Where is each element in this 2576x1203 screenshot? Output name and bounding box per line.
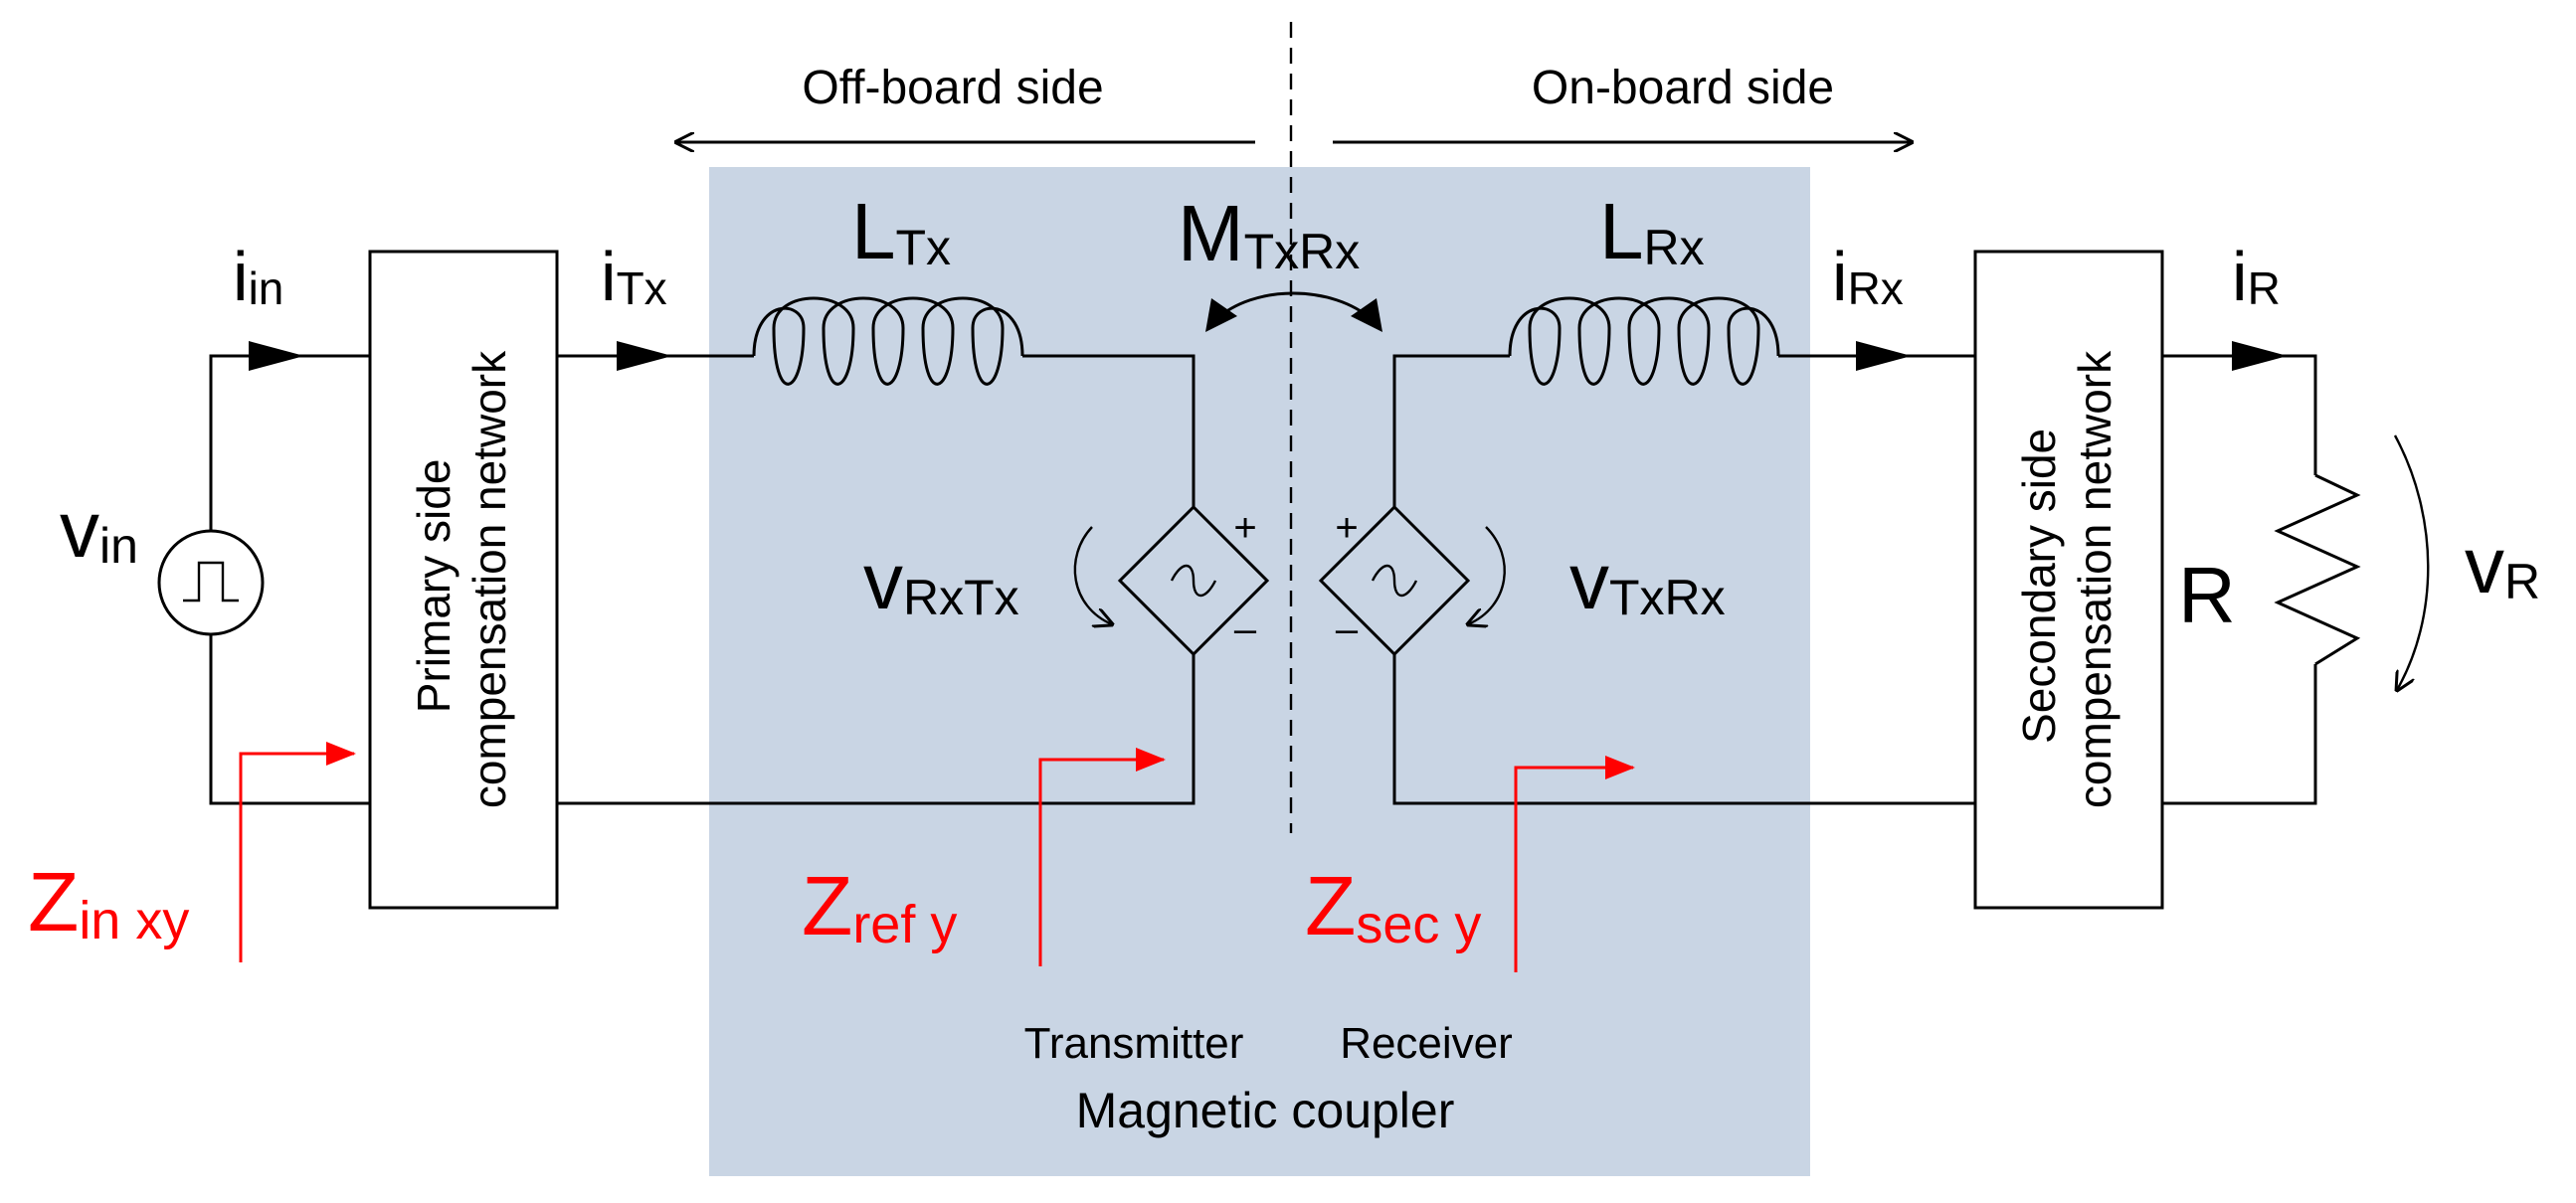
tx-source-minus: – — [1234, 607, 1257, 651]
current-arrow-in-icon — [249, 341, 304, 371]
rx-source-plus: + — [1335, 506, 1358, 550]
impedance-ref-label: Zref y — [802, 859, 957, 954]
square-wave-source-icon — [157, 529, 265, 636]
current-rx-label: iRx — [1832, 238, 1904, 315]
secondary-block-label: Secondary side compensation network — [2013, 350, 2120, 808]
inductor-rx-label: LRx — [1599, 187, 1705, 275]
transmitter-label: Transmitter — [1024, 1019, 1244, 1068]
inductor-tx-label: LTx — [851, 187, 951, 275]
current-r-label: iR — [2232, 238, 2281, 315]
resistor-icon — [2274, 473, 2361, 666]
input-source-circuit — [157, 341, 370, 805]
voltage-r-label: vR — [2465, 521, 2540, 609]
voltage-arrow-txrx-icon — [1468, 526, 1506, 624]
dependent-source-tx — [1117, 504, 1270, 657]
voltage-in-label: vin — [60, 485, 138, 574]
voltage-rxtx-label: vRxTx — [863, 537, 1019, 625]
rx-source-minus: – — [1336, 607, 1359, 651]
inductor-tx-icon — [752, 296, 1024, 386]
secondary-compensation-block — [1973, 250, 2164, 910]
primary-compensation-block — [368, 250, 559, 910]
mutual-inductance-label: MTxRx — [1178, 189, 1360, 279]
primary-block-label: Primary side compensation network — [408, 350, 515, 808]
impedance-in-label: Zin xy — [28, 855, 189, 950]
mutual-coupling-arrow-icon — [1213, 291, 1375, 322]
impedance-marker-ref — [1038, 748, 1166, 966]
tx-source-plus: + — [1233, 506, 1256, 550]
current-arrow-tx-icon — [617, 341, 672, 371]
current-tx-label: iTx — [601, 238, 667, 315]
voltage-txrx-label: vTxRx — [1569, 537, 1726, 625]
receiver-label: Receiver — [1340, 1019, 1513, 1068]
off-board-label: Off-board side — [802, 62, 1103, 114]
magnetic-coupler-label: Magnetic coupler — [1076, 1083, 1455, 1138]
inductor-rx-icon — [1508, 296, 1780, 386]
current-in-label: iin — [233, 238, 283, 315]
magnetic-coupler-region — [709, 167, 1810, 1176]
voltage-arrow-rxtx-icon — [1073, 526, 1112, 624]
impedance-sec-label: Zsec y — [1305, 859, 1481, 954]
resistor-label: R — [2178, 551, 2236, 639]
impedance-marker-sec — [1514, 756, 1635, 972]
impedance-marker-in — [239, 742, 356, 962]
current-arrow-rx-icon — [1856, 341, 1912, 371]
current-arrow-r-icon — [2232, 341, 2288, 371]
on-board-label: On-board side — [1532, 62, 1834, 114]
voltage-arrow-r-icon — [2393, 434, 2430, 690]
